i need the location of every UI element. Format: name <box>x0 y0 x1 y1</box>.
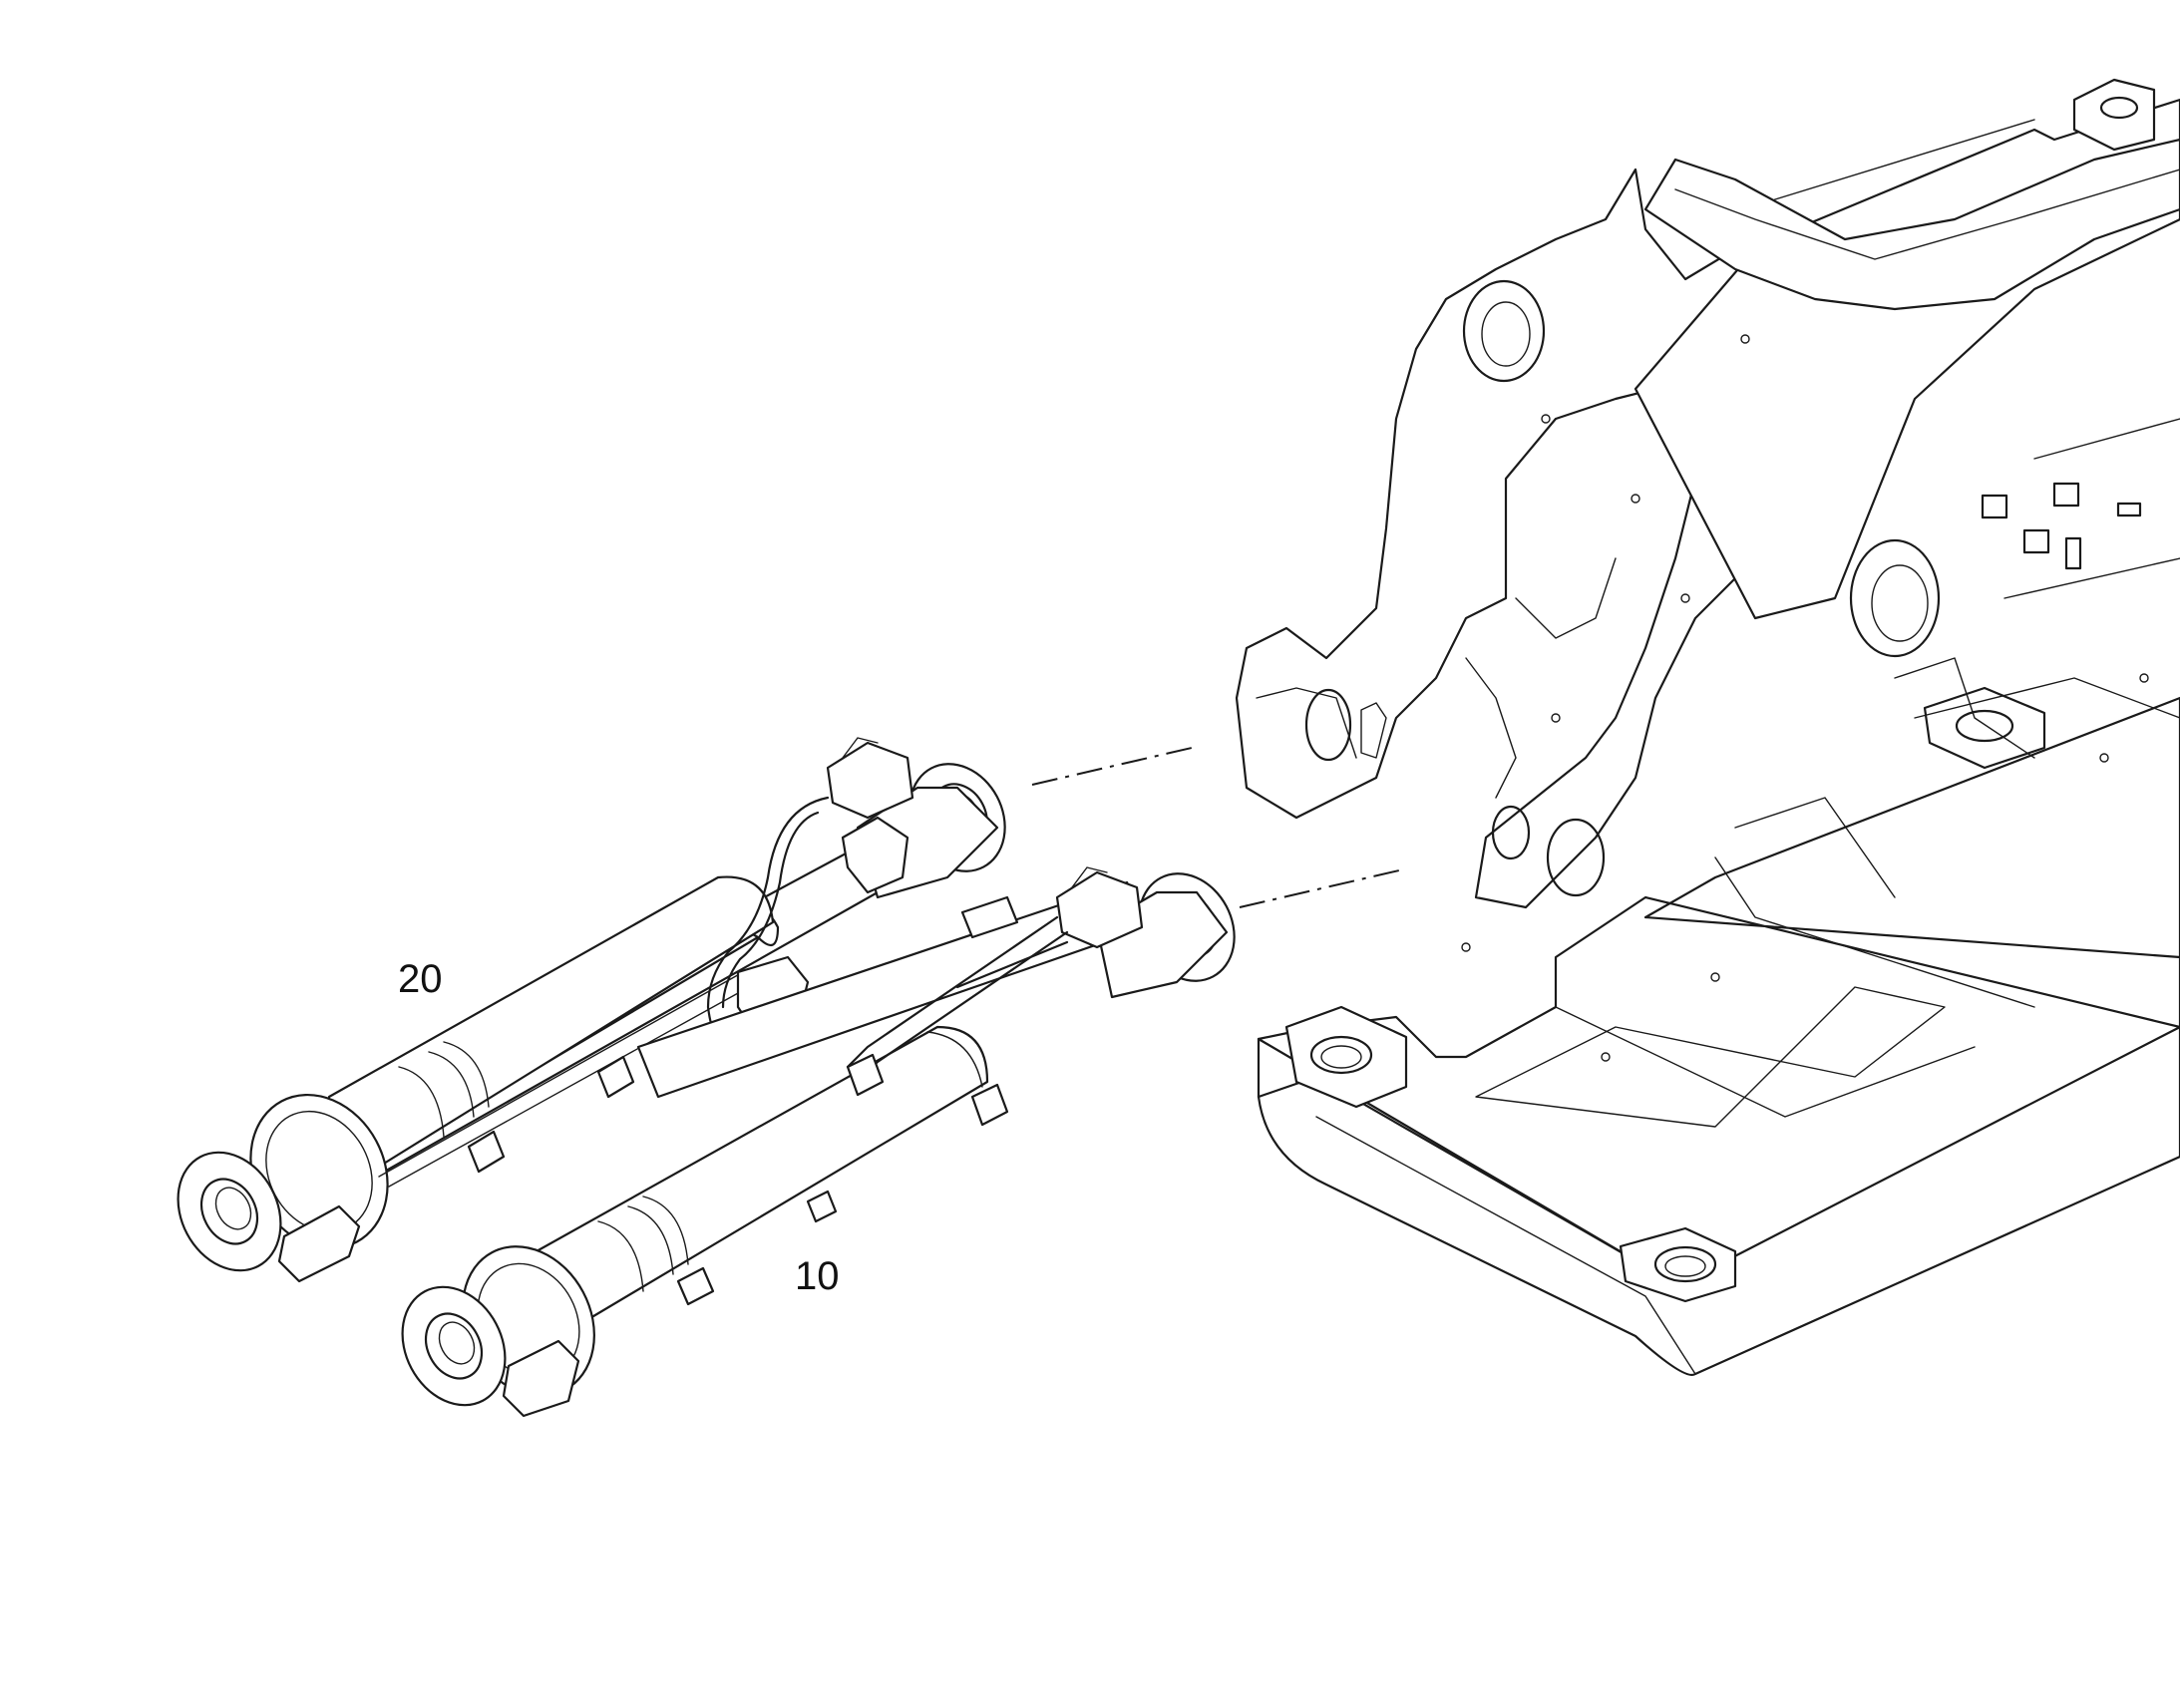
hydraulic-cylinder-10 <box>401 866 1236 1418</box>
leader-line-lower <box>1239 869 1400 908</box>
callout-10: 10 <box>795 1254 840 1298</box>
callout-20: 20 <box>398 957 443 1001</box>
frame-bolts <box>1461 334 2149 1062</box>
deck-blocks <box>1981 482 2142 570</box>
mount-pad-left <box>1284 1005 1408 1109</box>
mount-pad-front <box>1619 1226 1737 1303</box>
upper-frame <box>1235 78 2180 1377</box>
hydraulic-cylinder-20 <box>177 737 1006 1283</box>
leader-line-upper <box>1031 747 1193 786</box>
